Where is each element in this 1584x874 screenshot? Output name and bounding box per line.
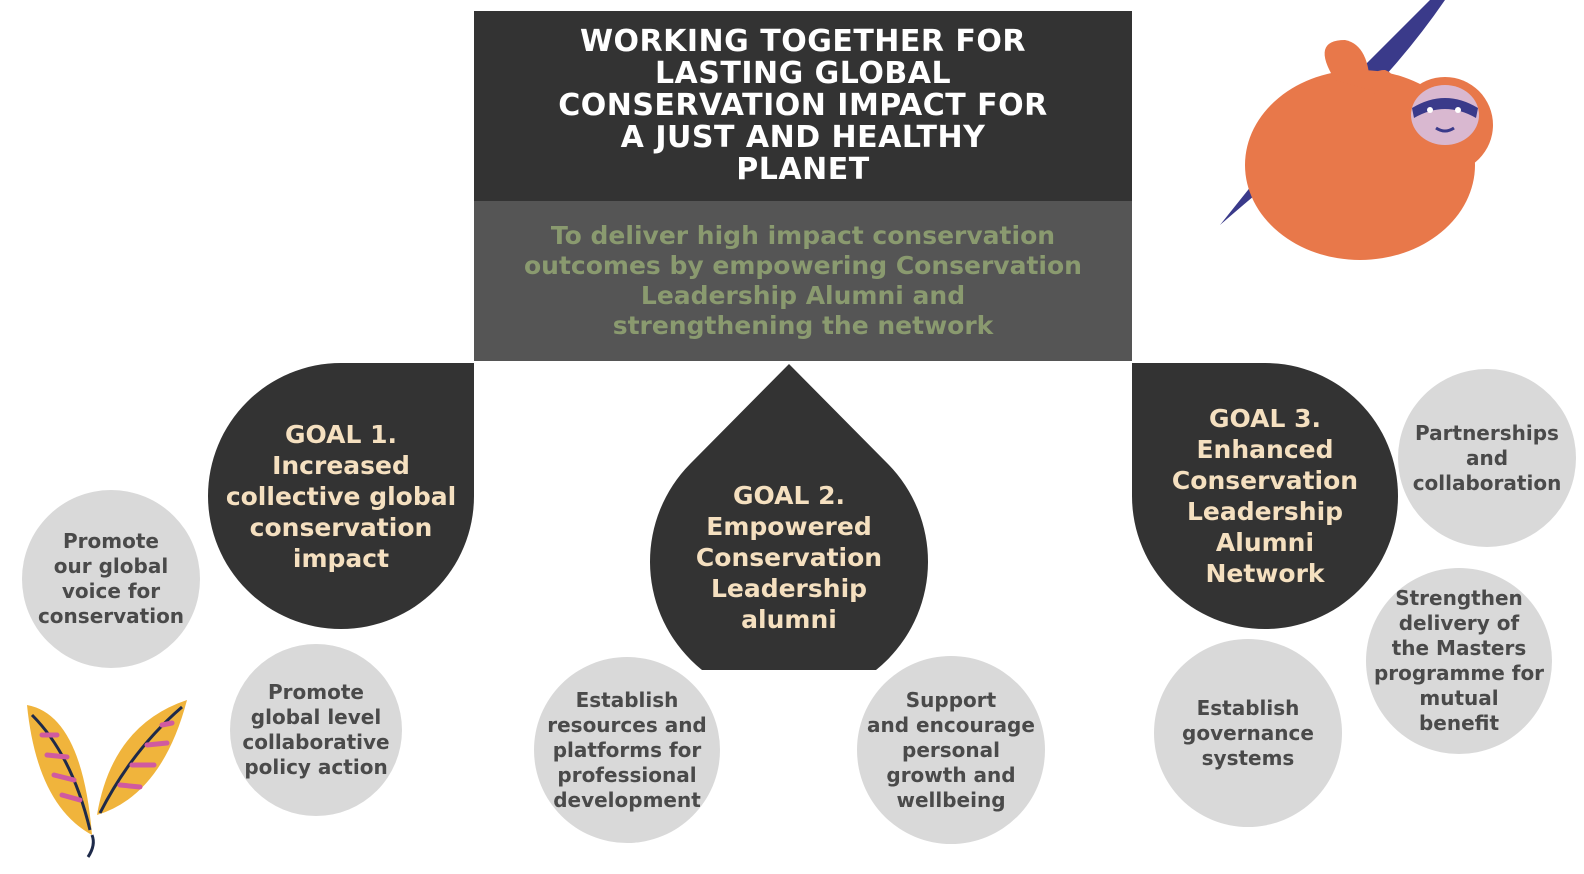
page-title: WORKING TOGETHER FOR LASTING GLOBAL CONS…: [558, 24, 1048, 187]
left-leaf: [27, 705, 92, 835]
right-leaf-vein: [98, 705, 183, 814]
action-circle-professional-development: Establish resources and platforms for pr…: [534, 657, 720, 843]
goal-1-drop: GOAL 1. Increased collective global cons…: [208, 363, 474, 629]
action-label: Promote global level collaborative polic…: [242, 680, 390, 779]
goal-1-label: GOAL 1. Increased collective global cons…: [225, 419, 457, 573]
sloth-illustration: [1220, 0, 1493, 260]
action-circle-governance: Establish governance systems: [1154, 639, 1342, 827]
sloth-mouth: [1435, 126, 1455, 133]
action-label: Promote our global voice for conservatio…: [37, 529, 185, 628]
leaf-illustration: [27, 700, 187, 858]
sloth-eye-band: [1412, 98, 1478, 118]
right-leaf-stripes: [117, 720, 175, 790]
sloth-eye: [1427, 107, 1433, 113]
action-label: Strengthen delivery of the Masters progr…: [1373, 586, 1545, 735]
goal-2-label: GOAL 2. Empowered Conservation Leadershi…: [695, 480, 883, 634]
action-label: Partnerships and collaboration: [1412, 420, 1562, 495]
sloth-arm: [1324, 40, 1370, 90]
goal-2-drop-shape: [650, 364, 928, 670]
action-circle-policy-action: Promote global level collaborative polic…: [230, 644, 402, 816]
action-circle-personal-growth: Support and encourage personal growth an…: [857, 656, 1045, 844]
sloth-arm: [1371, 70, 1397, 100]
left-leaf-vein: [30, 713, 92, 831]
right-leaf: [97, 700, 187, 815]
sloth-eye: [1455, 107, 1461, 113]
action-circle-partnerships: Partnerships and collaboration: [1398, 369, 1576, 547]
action-circle-masters-programme: Strengthen delivery of the Masters progr…: [1366, 568, 1552, 754]
mission-banner: To deliver high impact conservation outc…: [474, 201, 1132, 361]
goal-3-drop: GOAL 3. Enhanced Conservation Leadership…: [1132, 363, 1398, 629]
action-label: Establish governance systems: [1182, 695, 1314, 770]
sloth-face: [1411, 85, 1479, 145]
mission-statement: To deliver high impact conservation outc…: [524, 221, 1082, 340]
action-label: Establish resources and platforms for pr…: [547, 687, 707, 812]
left-leaf-stripes: [39, 732, 83, 803]
stem: [86, 834, 95, 858]
goal-2-drop: GOAL 2. Empowered Conservation Leadershi…: [650, 364, 928, 670]
action-label: Support and encourage personal growth an…: [867, 687, 1035, 812]
goal-3-label: GOAL 3. Enhanced Conservation Leadership…: [1171, 404, 1359, 588]
header-banner: WORKING TOGETHER FOR LASTING GLOBAL CONS…: [474, 11, 1132, 201]
action-circle-global-voice: Promote our global voice for conservatio…: [22, 490, 200, 668]
